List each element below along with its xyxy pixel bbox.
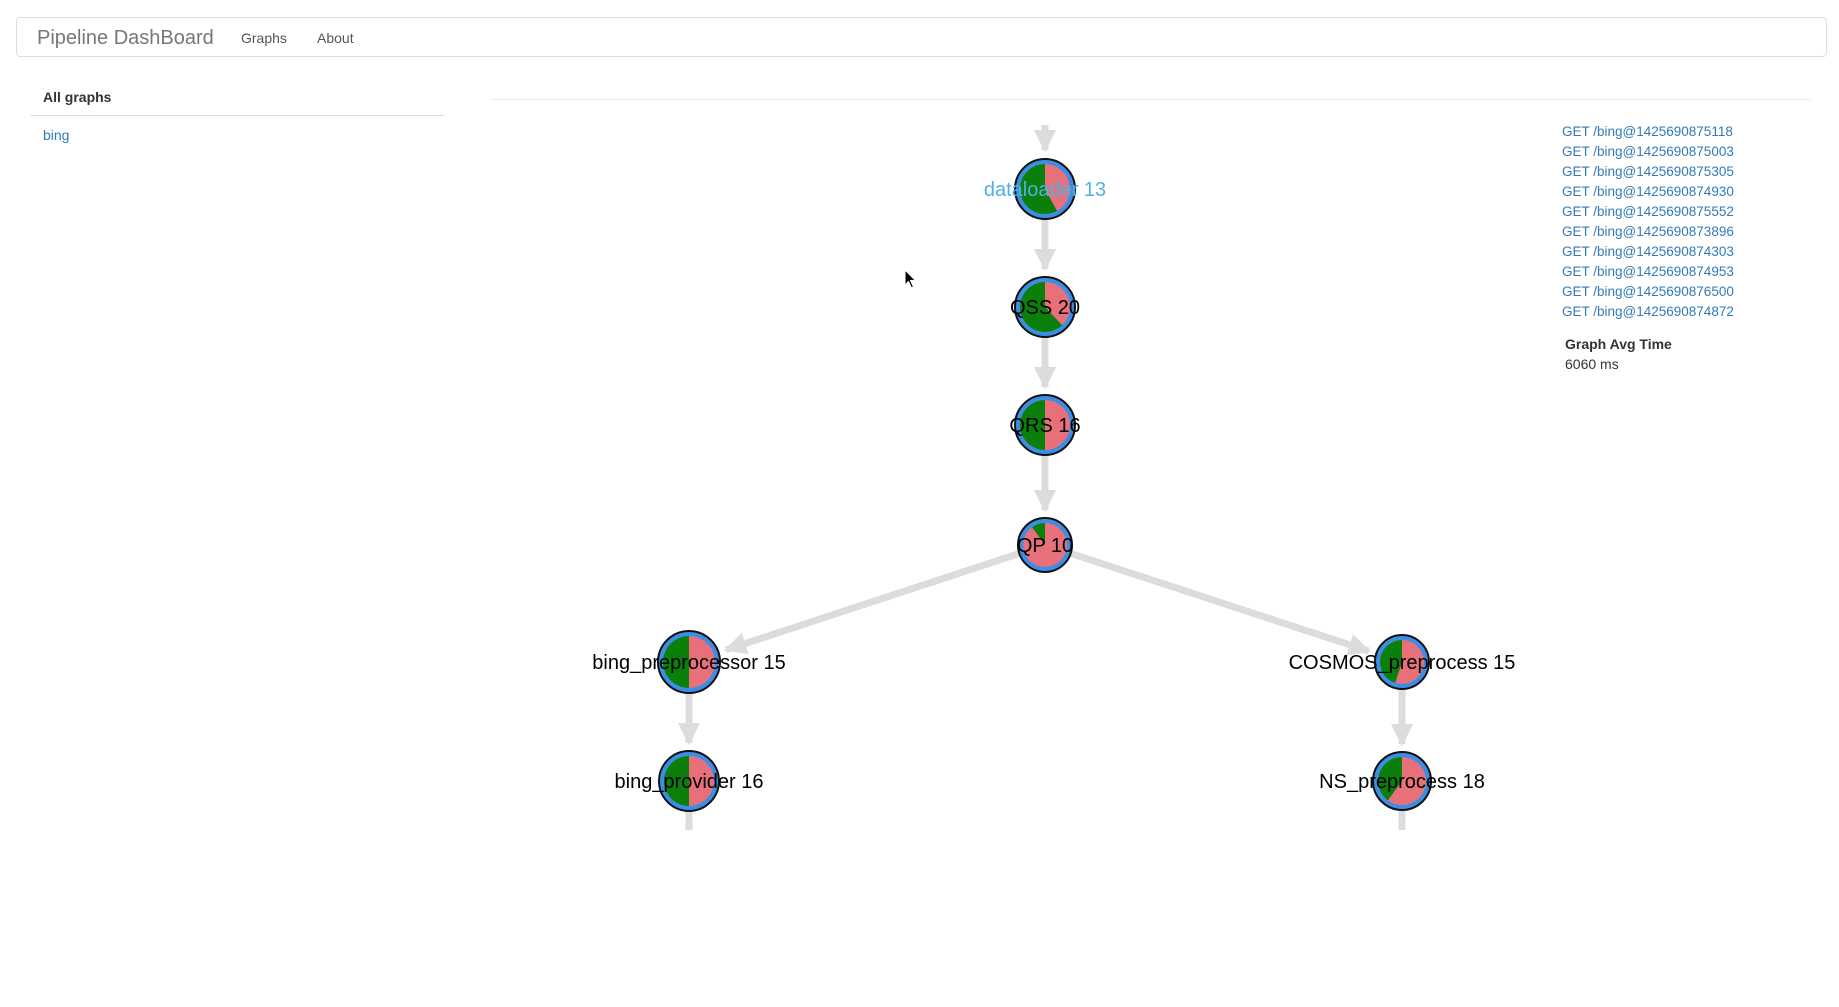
- sidebar-item-bing[interactable]: bing: [43, 127, 70, 143]
- node-label-qrs: QRS 16: [1009, 415, 1080, 437]
- node-pie-green: [1020, 164, 1058, 214]
- graph-nodes: dataloader 13 QSS 20 QRS 16 QP 10 bing_prepr…: [592, 158, 1516, 812]
- sidebar-heading: All graphs: [30, 86, 444, 116]
- node-label-cosmos_preprocess: COSMOS_preprocess 15: [1289, 652, 1516, 674]
- request-link[interactable]: GET /bing@1425690874953: [1562, 264, 1734, 279]
- request-link[interactable]: GET /bing@1425690873896: [1562, 224, 1734, 239]
- graph-node-dataloader[interactable]: dataloader 13: [984, 158, 1106, 220]
- node-label-ns_preprocess: NS_preprocess 18: [1319, 771, 1485, 793]
- node-pie-green: [1380, 640, 1402, 683]
- node-pie-green: [1032, 523, 1045, 545]
- node-pie-green: [1020, 400, 1045, 450]
- request-link[interactable]: GET /bing@1425690875118: [1562, 124, 1733, 139]
- request-link[interactable]: GET /bing@1425690876500: [1562, 284, 1734, 299]
- nav-about-link[interactable]: About: [317, 30, 354, 46]
- graph-node-qp[interactable]: QP 10: [1017, 517, 1073, 573]
- content-divider: [490, 99, 1812, 100]
- request-link[interactable]: GET /bing@1425690874930: [1562, 184, 1734, 199]
- node-pie-green: [664, 756, 689, 806]
- graph-edge-qp-bing_preprocessor: [723, 550, 1021, 655]
- node-label-qp: QP 10: [1017, 535, 1073, 557]
- mouse-cursor-icon: [904, 269, 917, 289]
- node-label-bing_provider: bing_provider 16: [615, 771, 764, 793]
- graph-node-qrs[interactable]: QRS 16: [1009, 394, 1081, 456]
- node-label-bing_preprocessor: bing_preprocessor 15: [592, 652, 785, 674]
- request-link[interactable]: GET /bing@1425690875305: [1562, 164, 1734, 179]
- graph-avg-time-title: Graph Avg Time: [1565, 336, 1672, 352]
- nav-graphs-link[interactable]: Graphs: [241, 30, 287, 46]
- node-pie-green: [1378, 757, 1402, 801]
- graph-avg-time-value: 6060 ms: [1565, 356, 1619, 372]
- request-link[interactable]: GET /bing@1425690874303: [1562, 244, 1734, 259]
- request-link[interactable]: GET /bing@1425690875552: [1562, 204, 1734, 219]
- graph-node-bing_preprocessor[interactable]: bing_preprocessor 15: [592, 630, 786, 694]
- graph-node-qss[interactable]: QSS 20: [1010, 276, 1080, 338]
- request-link[interactable]: GET /bing@1425690874872: [1562, 304, 1734, 319]
- node-pie-green: [1020, 282, 1063, 332]
- navbar: Pipeline DashBoard Graphs About: [16, 17, 1827, 57]
- request-list: GET /bing@1425690875118 GET /bing@142569…: [1562, 122, 1822, 372]
- graph-node-ns_preprocess[interactable]: NS_preprocess 18: [1319, 751, 1485, 811]
- graph-edges: [677, 125, 1414, 830]
- graph-edge-qp-cosmos_preprocess: [1069, 550, 1371, 656]
- node-pie-green: [663, 636, 689, 688]
- request-link[interactable]: GET /bing@1425690875003: [1562, 144, 1734, 159]
- brand-link[interactable]: Pipeline DashBoard: [37, 27, 214, 49]
- sidebar: All graphs bing: [30, 86, 444, 154]
- node-label-dataloader: dataloader 13: [984, 179, 1106, 201]
- graph-node-bing_provider[interactable]: bing_provider 16: [615, 750, 764, 812]
- node-label-qss: QSS 20: [1010, 297, 1080, 319]
- graph-node-cosmos_preprocess[interactable]: COSMOS_preprocess 15: [1289, 634, 1516, 690]
